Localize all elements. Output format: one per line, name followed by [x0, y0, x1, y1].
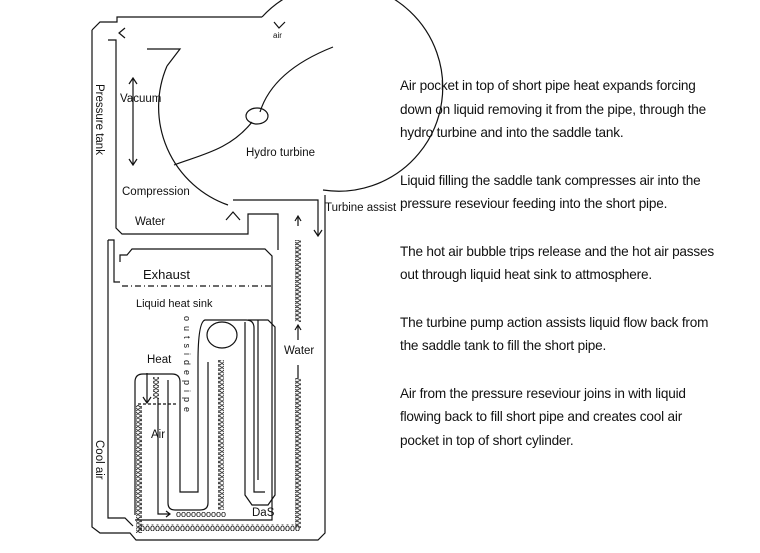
exhaust-left-wall: [107, 239, 134, 527]
description-paragraph-5: Air from the pressure reseviour joins in…: [400, 382, 750, 453]
coil-bottom: [138, 524, 300, 531]
turbine-assist-arrow: [313, 229, 323, 238]
short-pipe-inner: [167, 362, 209, 511]
label-liquid-heat-sink: Liquid heat sink: [136, 298, 213, 310]
text-line: Air from the pressure reseviour joins in…: [400, 385, 686, 401]
valve-icon: [225, 211, 241, 221]
short-pipe: [134, 319, 265, 515]
label-air-top: air: [273, 31, 282, 40]
text-line: The turbine pump action assists liquid f…: [400, 314, 709, 330]
label-water-right: Water: [284, 345, 314, 357]
coil-right-lower: [295, 378, 301, 528]
air-valve-icon: [273, 21, 286, 29]
hydro-turbine-casing: [158, 0, 444, 206]
description-paragraph-2: Liquid filling the saddle tank compresse…: [400, 169, 750, 216]
inlet-valve-icon: [118, 27, 126, 39]
coil-middle: [218, 360, 224, 510]
text-line: out through liquid heat sink to attmosph…: [400, 267, 652, 282]
label-hydro-turbine: Hydro turbine: [246, 147, 315, 159]
exhaust-chamber: [119, 248, 273, 521]
text-line: pressure reseviour feeding into the shor…: [400, 196, 668, 211]
coil-right-upper: [295, 240, 301, 322]
text-line: Liquid filling the saddle tank compresse…: [400, 172, 701, 188]
description-paragraph-4: The turbine pump action assists liquid f…: [400, 311, 750, 358]
vacuum-compression-arrow: [128, 76, 138, 167]
text-line: Air pocket in top of short pipe heat exp…: [400, 78, 696, 93]
coil-heat: [153, 377, 159, 399]
pressure-tank-inner-wall: [108, 39, 279, 250]
text-line: flowing back to fill short pipe and crea…: [400, 409, 683, 424]
coil-left: [136, 405, 142, 533]
text-line: down on liquid removing it from the pipe…: [400, 101, 707, 117]
description-paragraph-3: The hot air bubble trips release and the…: [400, 240, 750, 287]
description-paragraph-1: Air pocket in top of short pipe heat exp…: [400, 74, 750, 145]
description-text: Air pocket in top of short pipe heat exp…: [400, 74, 750, 476]
heat-arrow: [142, 373, 152, 405]
text-line: The hot air bubble trips release and the…: [400, 243, 714, 259]
label-turbine-assist: Turbine assist: [325, 202, 397, 214]
hot-air-bubble: [206, 321, 238, 349]
label-outside-pipe: outsidepipe: [182, 316, 192, 417]
text-line: the saddle tank to fill the short pipe.: [400, 338, 607, 353]
das-pipe: [244, 319, 276, 506]
water-flow-arrow: [294, 214, 302, 378]
label-cool-air: Cool air: [93, 440, 105, 480]
label-compression: Compression: [122, 186, 190, 198]
text-line: pocket in top of short cylinder.: [400, 432, 574, 448]
saddle-duct: [233, 199, 319, 235]
pressure-tank-outer-wall: [91, 16, 262, 31]
turbine-hub: [245, 107, 269, 125]
label-coil-row: oooooooooo: [176, 509, 226, 519]
label-water-left: Water: [135, 216, 165, 228]
text-line: hydro turbine and into the saddle tank.: [400, 125, 624, 140]
label-das: DaS: [252, 507, 275, 519]
air-line-arrow: [157, 398, 171, 518]
outer-left-wall: [91, 30, 326, 541]
vacuum-lip: [147, 48, 182, 67]
label-heat: Heat: [147, 354, 172, 366]
turbine-blade: [173, 46, 334, 166]
label-pressure-tank: Pressure tank: [93, 84, 105, 155]
label-vacuum: Vacuum: [120, 93, 161, 105]
label-exhaust: Exhaust: [143, 267, 190, 282]
label-air-inner: Air: [151, 429, 165, 441]
